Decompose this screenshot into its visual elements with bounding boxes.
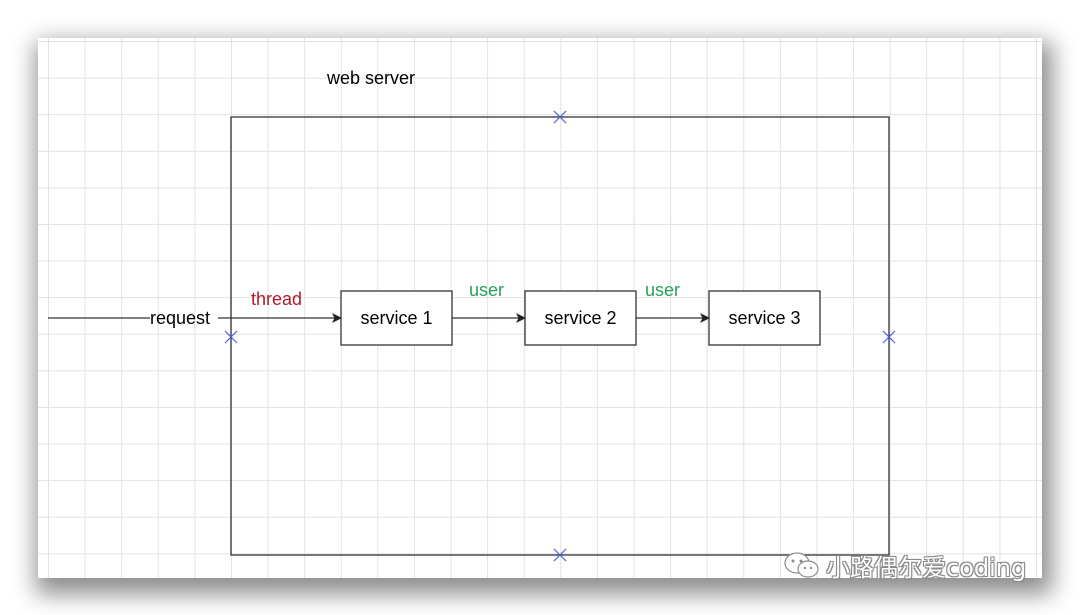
edge-label-thread: thread xyxy=(251,289,302,309)
edge-label-user-2: user xyxy=(645,280,680,300)
handle-marker-top[interactable] xyxy=(553,110,567,124)
service-1-label: service 1 xyxy=(360,308,432,328)
edge-label-user-1: user xyxy=(469,280,504,300)
service-3-label: service 3 xyxy=(728,308,800,328)
handle-marker-right[interactable] xyxy=(882,330,896,344)
watermark: 小路偶尔爱coding xyxy=(782,550,1027,582)
request-label: request xyxy=(150,308,210,328)
web-server-title: web server xyxy=(326,68,415,88)
wechat-icon xyxy=(784,552,819,578)
service-1-node[interactable] xyxy=(340,290,453,346)
handle-marker-bottom[interactable] xyxy=(553,548,567,562)
service-2-label: service 2 xyxy=(544,308,616,328)
handle-marker-left[interactable] xyxy=(224,330,238,344)
watermark-text: 小路偶尔爱coding xyxy=(826,553,1027,582)
service-3-node[interactable] xyxy=(708,290,821,346)
